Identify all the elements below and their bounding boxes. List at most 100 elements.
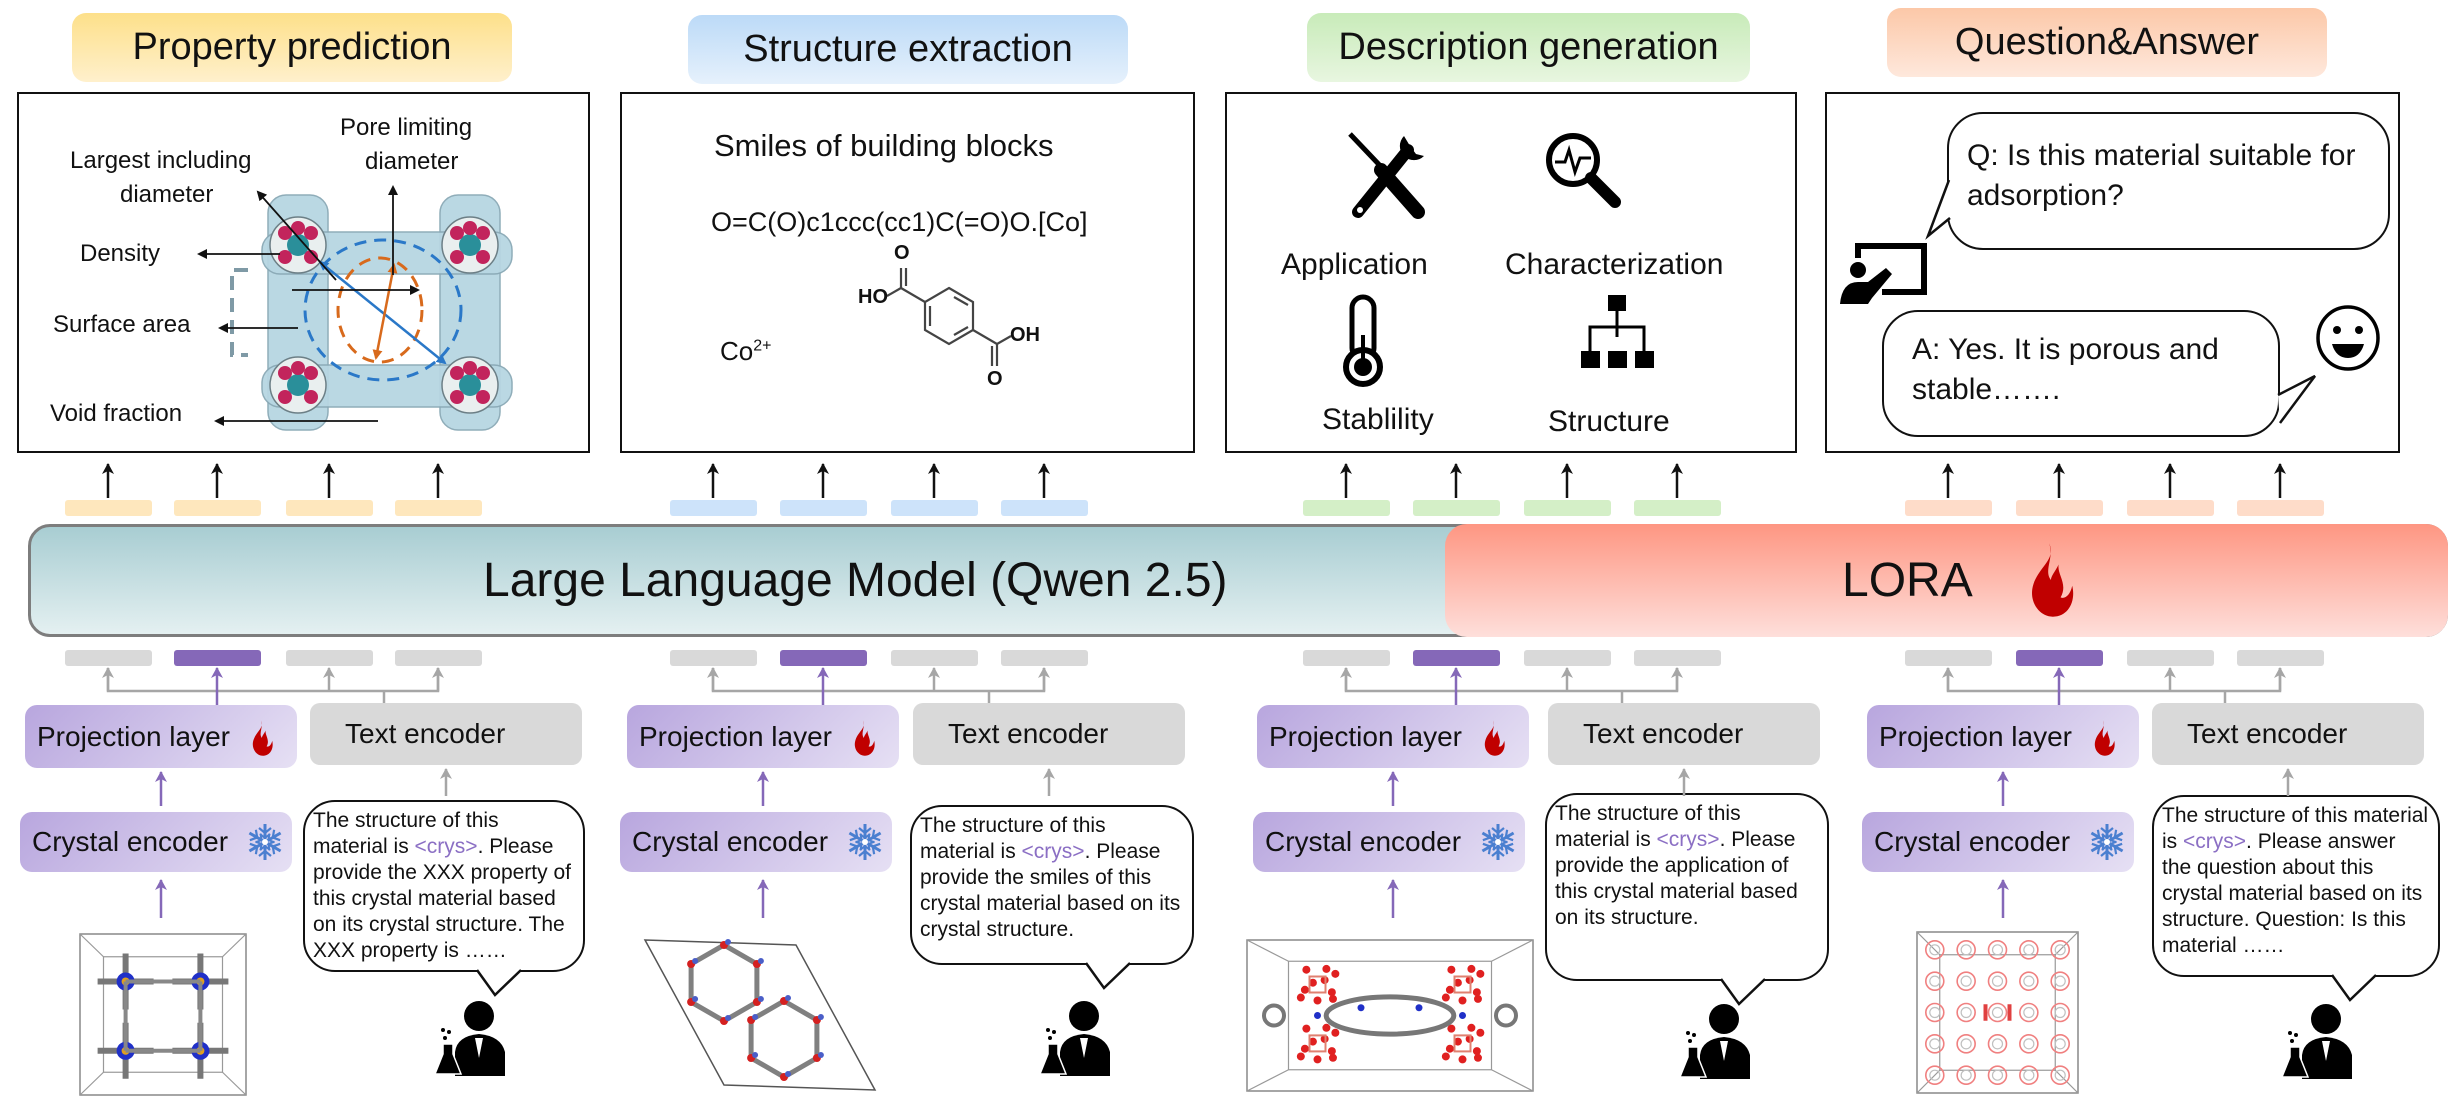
label-density: Density bbox=[80, 240, 161, 267]
text-token bbox=[1634, 650, 1721, 666]
prompt-text-post: . Please provide the smiles of this crys… bbox=[920, 840, 1181, 941]
task-badge-structure: Structure extraction bbox=[688, 15, 1128, 84]
projection-fire-icon bbox=[849, 718, 877, 758]
text-encoder-label: Text encoder bbox=[1583, 718, 1744, 749]
description-item-stablility: Stablility bbox=[1322, 403, 1434, 436]
output-token bbox=[2127, 500, 2214, 516]
text-connector bbox=[106, 668, 440, 693]
crys-token: <crys> bbox=[1656, 828, 1720, 851]
projection-layer-label: Projection layer bbox=[639, 720, 832, 752]
output-token bbox=[891, 500, 978, 516]
crys-token: <crys> bbox=[414, 835, 478, 858]
prompt-bubble: The structure of this material is <crys>… bbox=[1545, 793, 1829, 981]
output-token bbox=[670, 500, 757, 516]
atom-oh: OH bbox=[1010, 324, 1040, 346]
hierarchy-icon bbox=[1578, 295, 1668, 390]
output-token bbox=[1524, 500, 1611, 516]
prompt-bubble: The structure of this material is <crys>… bbox=[303, 800, 585, 972]
output-token bbox=[395, 500, 482, 516]
text-connector bbox=[1344, 668, 1679, 693]
prompt-text-pre: The structure of this material is bbox=[1555, 802, 1741, 851]
projection-layer: Projection layer bbox=[25, 705, 297, 768]
answer-bubble: A: Yes. It is porous and stable……. bbox=[1882, 310, 2280, 437]
text-token bbox=[1905, 650, 1992, 666]
output-token bbox=[1001, 500, 1088, 516]
crystal-token bbox=[2016, 650, 2103, 666]
prompt-text-pre: The structure of this material is bbox=[313, 809, 499, 858]
mof-structure-illustration bbox=[0, 0, 600, 460]
output-token bbox=[286, 500, 373, 516]
lora-block bbox=[1445, 524, 2448, 637]
ion-charge: 2+ bbox=[753, 337, 772, 355]
mof-framework bbox=[261, 194, 513, 431]
thermometer-icon bbox=[1342, 294, 1432, 390]
prompt-bubble-tail bbox=[475, 969, 535, 999]
text-encoder-label: Text encoder bbox=[345, 718, 506, 749]
snowflake-icon bbox=[1478, 822, 1518, 862]
output-token bbox=[1413, 500, 1500, 516]
crystal-encoder-label: Crystal encoder bbox=[32, 826, 229, 857]
text-token bbox=[2237, 650, 2324, 666]
projection-layer-label: Projection layer bbox=[1269, 720, 1462, 752]
cobalt-ion: Co2+ bbox=[720, 336, 772, 367]
scientist-icon bbox=[433, 1000, 511, 1078]
prompt-bubble-tail bbox=[1084, 962, 1144, 992]
prompt-text-post: . Please provide the application of this… bbox=[1555, 828, 1798, 929]
crystal-token bbox=[780, 650, 867, 666]
scientist-icon bbox=[1038, 1000, 1116, 1078]
text-token bbox=[670, 650, 757, 666]
prompt-text-post: . Please provide the XXX property of thi… bbox=[313, 835, 571, 962]
label-surface-area: Surface area bbox=[53, 311, 191, 338]
text-token bbox=[2127, 650, 2214, 666]
text-token bbox=[1001, 650, 1088, 666]
question-text: Q: Is this material suitable for adsorpt… bbox=[1967, 139, 2356, 212]
task-badge-qa: Question&Answer bbox=[1887, 8, 2327, 77]
bubble-tails bbox=[1800, 80, 2440, 480]
task-badge-description: Description generation bbox=[1307, 13, 1750, 82]
projection-layer: Projection layer bbox=[627, 705, 899, 768]
answer-text: A: Yes. It is porous and stable……. bbox=[1912, 333, 2219, 406]
output-token bbox=[2237, 500, 2324, 516]
prompt-text-post: . Please answer the question about this … bbox=[2162, 830, 2423, 957]
output-token bbox=[2016, 500, 2103, 516]
text-token bbox=[1524, 650, 1611, 666]
description-item-characterization: Characterization bbox=[1505, 248, 1724, 281]
crystal-encoder-label: Crystal encoder bbox=[1874, 826, 2071, 857]
scientist-icon bbox=[1678, 1003, 1756, 1081]
task-panel-structure bbox=[620, 92, 1195, 453]
task-badge-property: Property prediction bbox=[72, 13, 512, 82]
crystal-structure-image bbox=[78, 932, 248, 1097]
label-pore-line2: diameter bbox=[365, 148, 459, 175]
snowflake-icon bbox=[2087, 822, 2127, 862]
crystal-encoder: Crystal encoder bbox=[20, 812, 292, 872]
description-item-application: Application bbox=[1281, 248, 1428, 281]
prompt-bubble: The structure of this material is <crys>… bbox=[910, 805, 1194, 965]
crystal-token bbox=[174, 650, 261, 666]
projection-fire-icon bbox=[2089, 718, 2117, 758]
text-token bbox=[1303, 650, 1390, 666]
text-connector bbox=[1946, 668, 2282, 693]
output-token bbox=[780, 500, 867, 516]
snowflake-icon bbox=[245, 822, 285, 862]
prompt-text-pre: The structure of this material is bbox=[920, 814, 1106, 863]
llm-label: Large Language Model (Qwen 2.5) bbox=[483, 554, 1228, 607]
lora-fire-icon bbox=[2020, 540, 2078, 620]
projection-layer: Projection layer bbox=[1257, 705, 1529, 768]
prompt-bubble-tail bbox=[2330, 974, 2390, 1004]
text-token bbox=[65, 650, 152, 666]
description-item-structure: Structure bbox=[1548, 405, 1670, 438]
crystal-encoder: Crystal encoder bbox=[1253, 812, 1525, 872]
output-token bbox=[1905, 500, 1992, 516]
text-encoder-label: Text encoder bbox=[948, 718, 1109, 749]
teacher-presenting-icon bbox=[1838, 240, 1933, 306]
crystal-encoder: Crystal encoder bbox=[1862, 812, 2134, 872]
output-token bbox=[1634, 500, 1721, 516]
text-encoder-label: Text encoder bbox=[2187, 718, 2348, 749]
text-connector bbox=[711, 668, 1046, 693]
text-encoder: Text encoder bbox=[310, 703, 582, 765]
crystal-encoder: Crystal encoder bbox=[620, 812, 892, 872]
crys-token: <crys> bbox=[1021, 840, 1085, 863]
prompt-bubble-tail bbox=[1719, 978, 1779, 1008]
question-bubble: Q: Is this material suitable for adsorpt… bbox=[1947, 112, 2390, 250]
